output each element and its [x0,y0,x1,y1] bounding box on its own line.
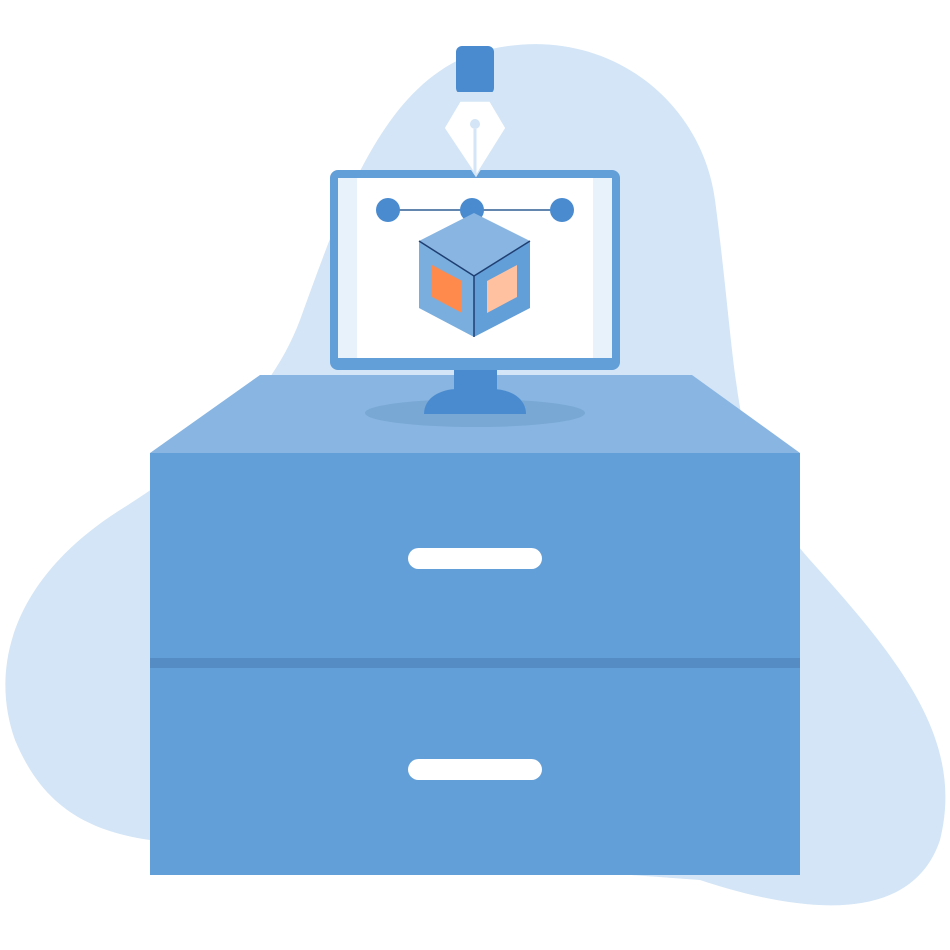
desktop-monitor-icon [330,170,620,414]
anchor-point-left [376,198,400,222]
pen-nib-hole [470,119,480,129]
cube-left-panel [432,265,462,313]
3d-cube-icon [418,213,531,337]
anchor-point-right [550,198,574,222]
drawer-handle-bottom [408,759,542,780]
drawer-handle-top [408,548,542,569]
cube-right-panel [487,265,517,313]
pen-cap [456,46,494,94]
monitor-stand-base [424,389,526,414]
pen-band [452,92,498,101]
drawer-divider [150,658,800,668]
drawer-cabinet-icon [150,453,800,875]
monitor-stand-neck [454,366,497,391]
fountain-pen-nib-icon [443,46,507,178]
cube-top-face [419,213,530,276]
